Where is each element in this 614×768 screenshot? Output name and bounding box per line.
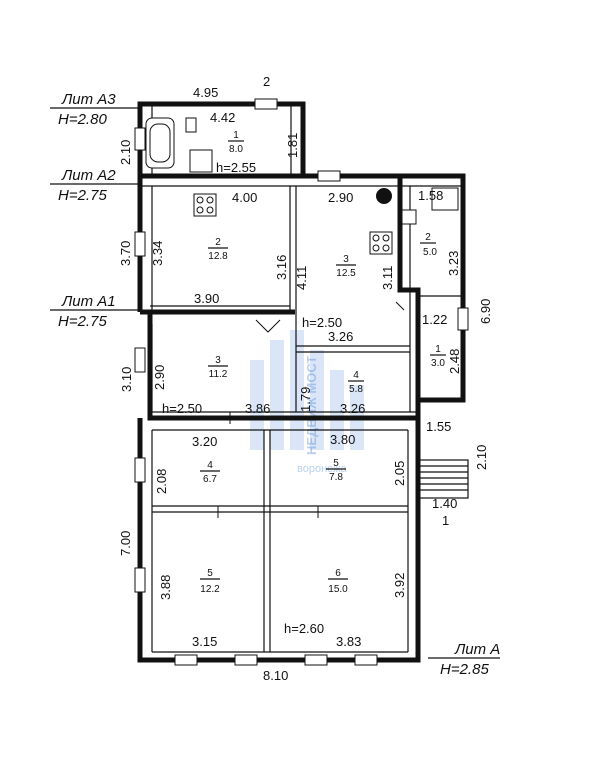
dim-label: h=2.50 [162, 401, 202, 416]
stove-icon [193, 193, 217, 217]
room-number: 5 [207, 568, 213, 579]
room-number: 5 [333, 458, 339, 469]
dim-label: 1.81 [285, 133, 300, 158]
dim-label: 4.11 [294, 266, 309, 290]
dim-label: 2.48 [447, 349, 462, 374]
room-area: 11.2 [209, 369, 228, 380]
lit-a2-height: H=2.75 [58, 187, 107, 204]
room-number: 2 [425, 232, 431, 243]
washbasin-icon [401, 209, 417, 225]
shower-icon [431, 187, 459, 211]
lit-a3-label: Лит А3 [61, 91, 116, 108]
dim-label: h=2.60 [284, 621, 324, 636]
room-area: 5.8 [349, 384, 363, 395]
room-number: 1 [435, 344, 441, 355]
dim-label: 4.95 [193, 85, 218, 100]
dim-label: 1.58 [418, 188, 443, 203]
lit-a2-label: Лит А2 [61, 167, 116, 184]
lit-a-height: H=2.85 [440, 661, 489, 678]
toilet-icon [185, 117, 197, 133]
inner-walls [140, 104, 464, 653]
dim-label: 3.90 [194, 291, 219, 306]
room-number: 4 [353, 370, 359, 381]
watermark-sub: воронежа [297, 463, 348, 475]
dim-label: 2.90 [152, 365, 167, 390]
dim-label: 7.00 [118, 531, 133, 556]
room-area: 8.0 [229, 144, 243, 155]
dim-label: 3.86 [245, 401, 270, 416]
room-number: 3 [215, 355, 221, 366]
windows [134, 98, 469, 666]
porch-steps [417, 459, 469, 499]
dim-label: 1.40 [432, 496, 457, 511]
dim-label: 1.22 [422, 312, 447, 327]
dim-label: 3.15 [192, 634, 217, 649]
room-number: 1 [233, 130, 239, 141]
dim-label: 4.42 [210, 110, 235, 125]
room-area: 3.0 [431, 358, 445, 369]
dim-label: h=2.50 [302, 315, 342, 330]
stove-icon-2 [369, 231, 393, 255]
dim-label: 2.10 [474, 445, 489, 470]
dim-label: 3.26 [340, 401, 365, 416]
dim-label: 3.23 [446, 251, 461, 276]
room-area: 6.7 [203, 474, 217, 485]
dim-label: 3.20 [192, 434, 217, 449]
dim-label: 2.05 [392, 461, 407, 486]
doors [217, 301, 405, 518]
dim-label: 3.80 [330, 432, 355, 447]
room-area: 7.8 [329, 472, 343, 483]
dim-label: 3.92 [392, 573, 407, 598]
dim-label: 2.10 [118, 140, 133, 165]
room-area: 5.0 [423, 247, 437, 258]
dim-label: 3.16 [274, 255, 289, 280]
lit-a-label: Лит А [454, 641, 500, 658]
dim-label: 3.70 [118, 241, 133, 266]
lit-a1-height: H=2.75 [58, 313, 107, 330]
dim-label: 8.10 [263, 668, 288, 683]
dim-label: 1 [442, 513, 449, 528]
dim-label: 3.88 [158, 575, 173, 600]
room-number: 2 [215, 237, 221, 248]
dim-label: 3.26 [328, 329, 353, 344]
lit-a3-height: H=2.80 [58, 111, 107, 128]
room-number: 3 [343, 254, 349, 265]
dim-label: 4.00 [232, 190, 257, 205]
dimensions: 4.95 2 4.42 2.10 1.81 h=2.55 4.00 2.90 1… [118, 74, 493, 683]
room-area: 15.0 [328, 584, 348, 595]
level-labels: Лит А3 H=2.80 Лит А2 H=2.75 Лит А1 H=2.7… [50, 91, 500, 678]
boiler-icon [376, 188, 392, 204]
dim-label: 1.79 [298, 387, 313, 412]
dim-label: 1.55 [426, 419, 451, 434]
dim-label: 2 [263, 74, 270, 89]
dim-label: 3.10 [119, 367, 134, 392]
room-number: 6 [335, 568, 341, 579]
dim-label: h=2.55 [216, 160, 256, 175]
dim-label: 2.08 [154, 469, 169, 494]
room-area: 12.5 [336, 268, 356, 279]
room-number: 4 [207, 460, 213, 471]
sink-icon [189, 149, 213, 173]
dim-label: 6.90 [478, 299, 493, 324]
dim-label: 2.90 [328, 190, 353, 205]
room-area: 12.2 [200, 584, 220, 595]
room-area: 12.8 [208, 251, 228, 262]
room-labels: 1 8.0 2 12.8 3 12.5 2 5.0 1 3.0 3 11.2 4… [200, 130, 446, 595]
lit-a1-label: Лит А1 [61, 293, 116, 310]
dim-label: 3.34 [150, 241, 165, 266]
dim-label: 3.11 [380, 266, 395, 290]
dim-label: 3.83 [336, 634, 361, 649]
fixtures [145, 117, 459, 255]
